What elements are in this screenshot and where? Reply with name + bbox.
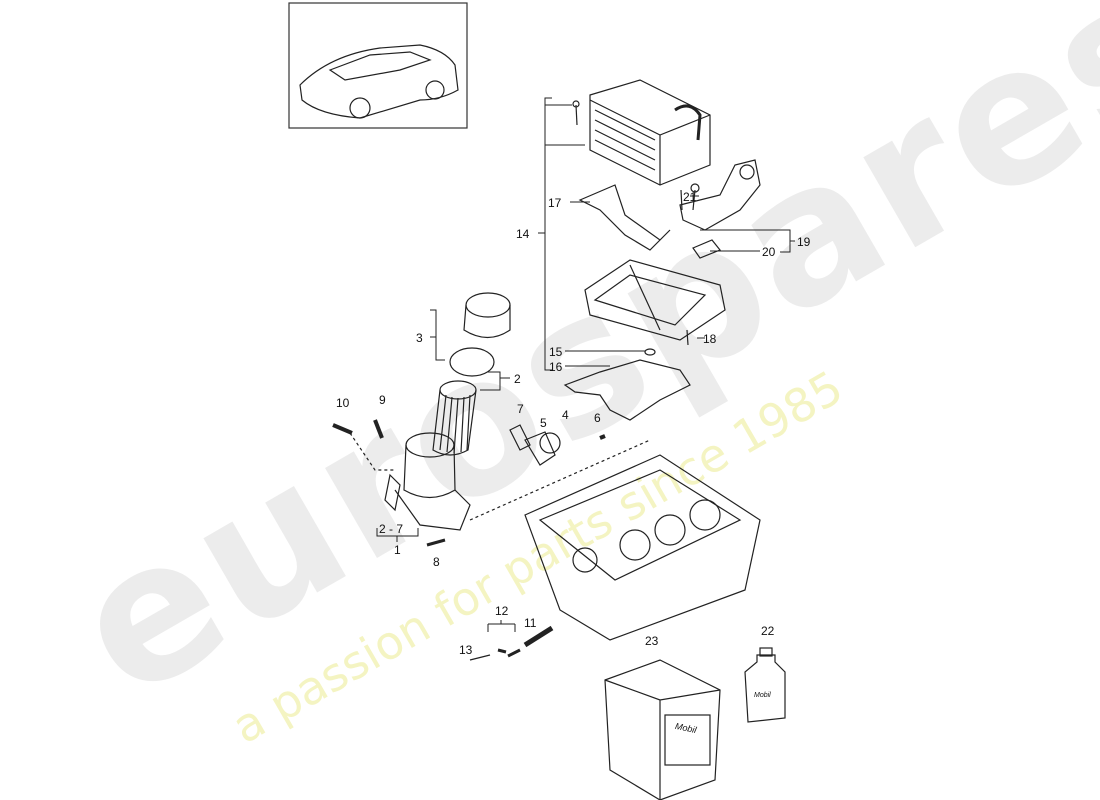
thermostat-housing [679,159,761,231]
callout-7: 7 [517,402,524,416]
callout-2-7: 2 - 7 [379,522,404,536]
callout-16: 16 [549,360,563,374]
gasket-17 [578,184,671,251]
callout-2: 2 [514,372,521,386]
callout-brackets [376,97,795,632]
callout-8: 8 [433,555,440,569]
filter-cap [463,292,511,339]
callout-14: 14 [516,227,530,241]
callout-13: 13 [459,643,473,657]
engine-block [524,454,761,641]
callout-23: 23 [645,634,659,648]
switch-9 [373,419,384,439]
gasket-16 [563,359,691,421]
callout-5: 5 [540,416,547,430]
callout-12: 12 [495,604,509,618]
callout-21: 21 [683,190,697,204]
callout-17: 17 [548,196,562,210]
leader [469,439,651,521]
callout-10: 10 [336,396,350,410]
seal-20 [692,239,721,259]
callout-15: 15 [549,345,563,359]
oil-cooler [589,79,711,186]
spring-11 [523,625,554,648]
o-ring [449,347,495,377]
callout-11: 11 [524,616,537,630]
washer-15 [644,348,656,356]
oil-bottle [744,647,786,723]
bolt-13 [469,654,491,661]
callout-1: 1 [394,543,401,557]
callout-9: 9 [379,393,386,407]
oil-canister [604,659,721,800]
gasket-5 [524,431,556,466]
thermostat-4 [539,432,561,454]
bolt-21 [680,189,683,211]
callout-6: 6 [594,411,601,425]
leader [349,432,395,471]
callout-4: 4 [562,408,569,422]
filter-housing [384,432,471,531]
bolt-6 [599,434,606,440]
vehicle-thumbnail [288,2,468,129]
filter-module-base [584,259,726,341]
plug-12 [497,648,521,658]
filter-element [432,380,477,456]
callout-19: 19 [797,235,811,249]
callout-22: 22 [761,624,775,638]
bottle-brand-text: Mobil [754,692,771,699]
bolt-top [572,100,580,126]
callout-18: 18 [703,332,717,346]
sensor-10 [332,423,353,435]
callout-3: 3 [416,331,423,345]
bolt-18 [686,329,689,346]
gasket-7 [509,424,531,451]
bolt-8 [426,538,446,547]
callout-20: 20 [762,245,776,259]
